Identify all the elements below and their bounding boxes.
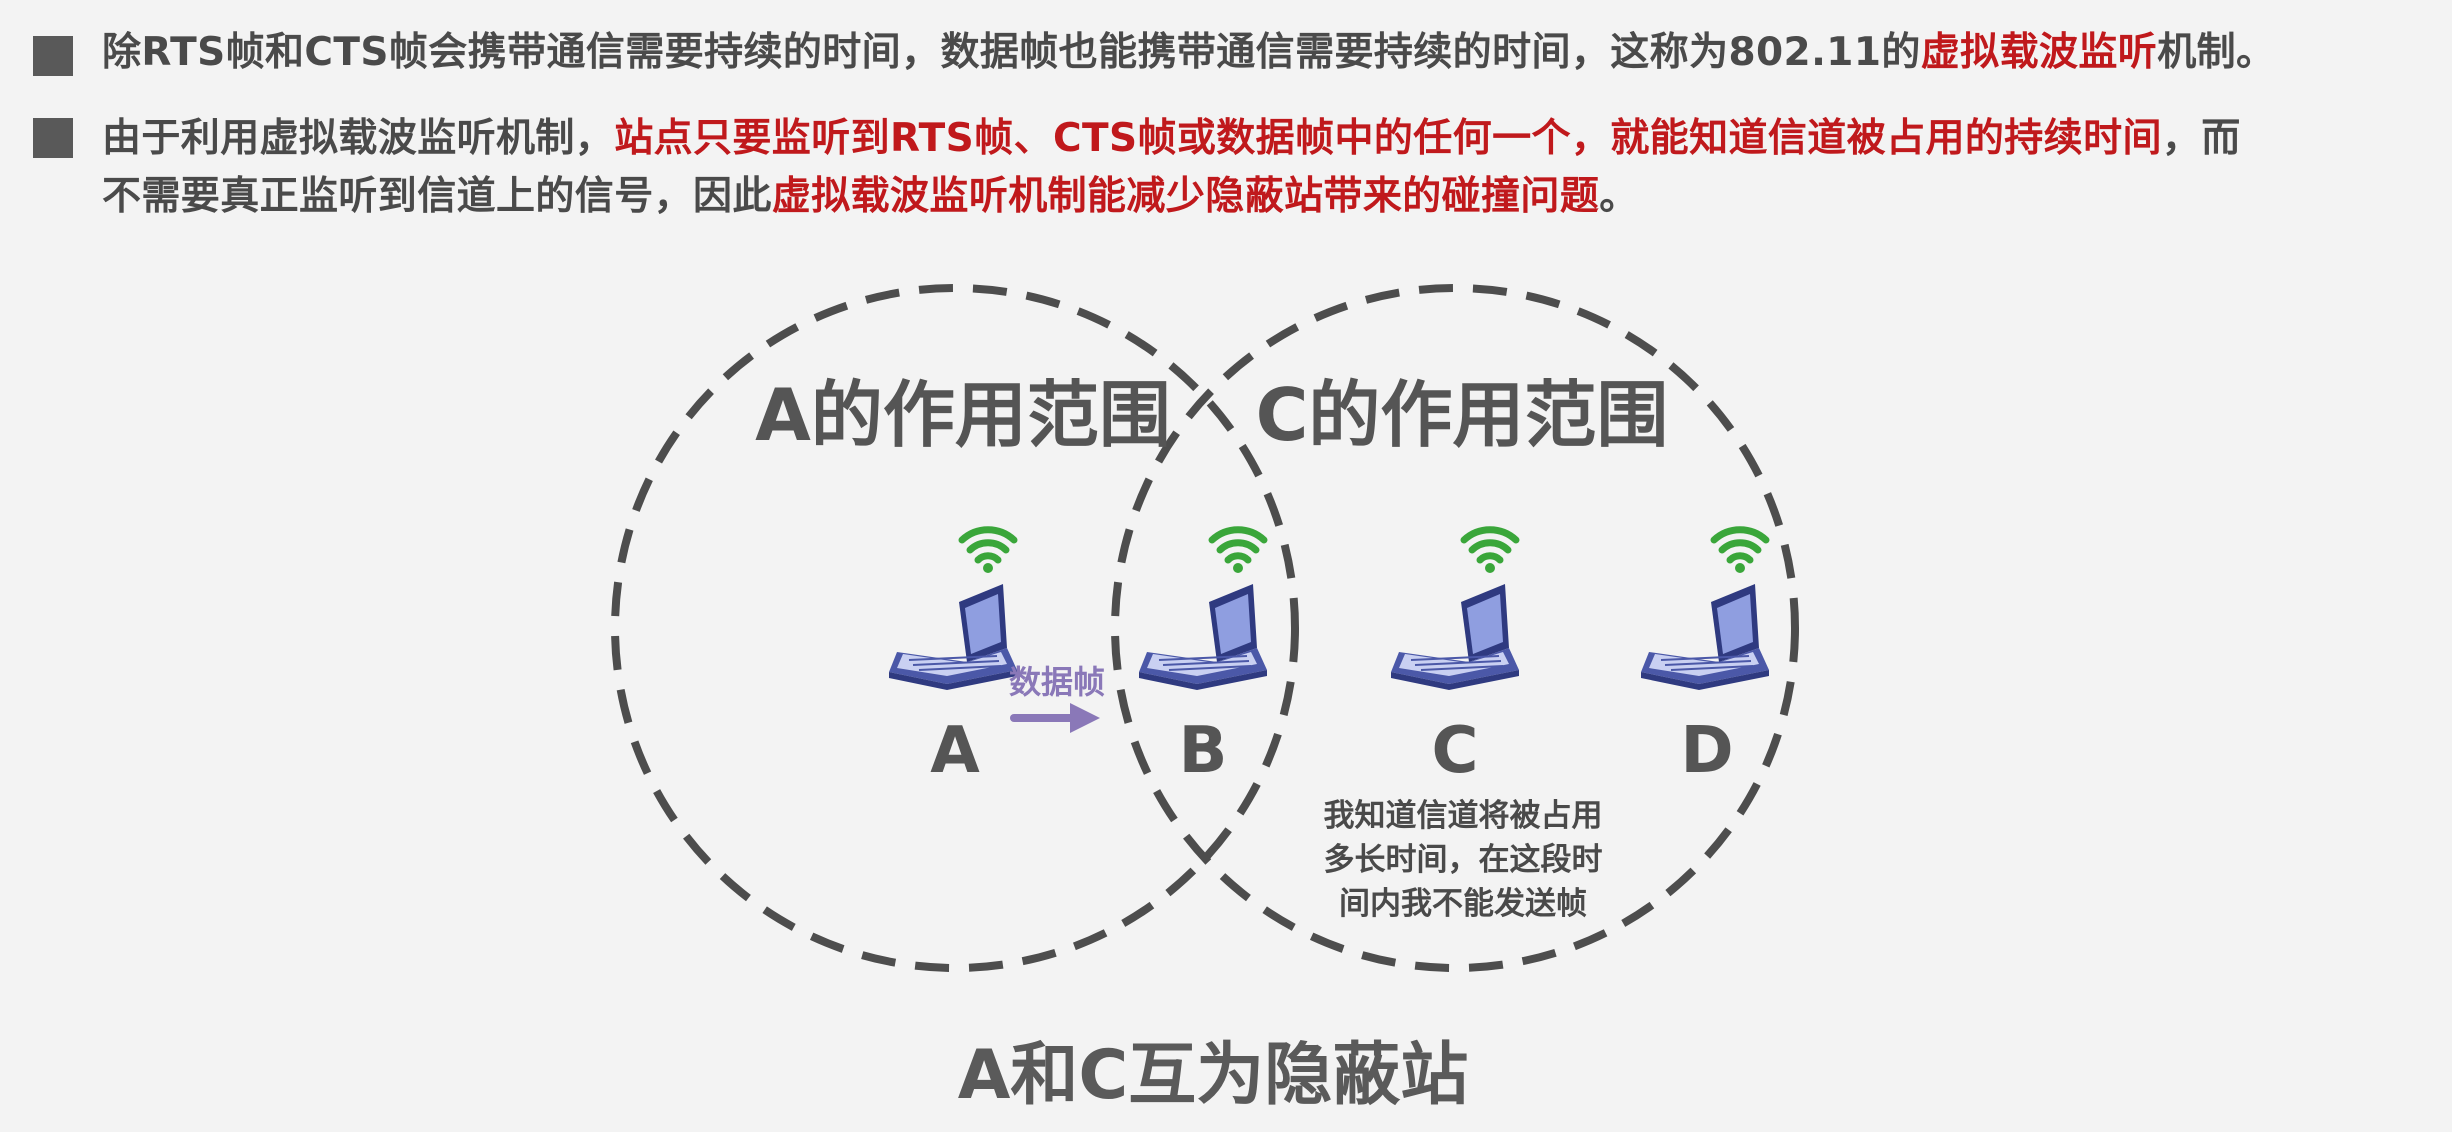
bullet-1-seg-3: 机制。 [2157,30,2276,75]
station-d-label: D [1680,714,1733,788]
frame-arrow-icon [1010,703,1100,733]
station-c-note: 我知道信道将被占用 多长时间，在这段时 间内我不能发送帧 [1324,798,1603,922]
bullet-2-seg-6: 。 [1599,174,1639,219]
bullet-1-highlight: 虚拟载波监听 [1920,30,2158,75]
c-note-line-1: 我知道信道将被占用 [1324,798,1603,834]
frame-label: 数据帧 [1009,663,1105,701]
station-a: A [888,530,1018,788]
bullet-2-seg-3: ，而 [2161,116,2241,161]
wifi-icon [1714,530,1766,573]
c-note-line-2: 多长时间，在这段时 [1324,842,1603,878]
c-note-line-3: 间内我不能发送帧 [1339,886,1587,922]
range-circle-c [1111,284,1799,972]
bullet-2-highlight-1: 站点只要监听到RTS帧、CTS帧或数据帧中的任何一个，就能知道信道被占用的持续时… [614,116,2162,161]
range-a-label: A的作用范围 [755,373,1171,457]
bullet-square-icon [33,36,73,76]
wifi-icon [1212,530,1264,573]
station-c: C [1390,530,1520,788]
laptop-icon [1640,583,1770,691]
wifi-icon [962,530,1014,573]
diagram-caption: A和C互为隐蔽站 [958,1036,1469,1115]
bullet-1-text: 除RTS帧和CTS帧会携带通信需要持续的时间，数据帧也能携带通信需要持续的时间，… [102,22,2432,84]
laptop-icon [1390,583,1520,691]
laptop-icon [888,583,1018,691]
wifi-icon [1464,530,1516,573]
station-a-label: A [930,714,980,788]
station-b: B [1138,530,1268,788]
bullet-1-seg-1: 除RTS帧和CTS帧会携带通信需要持续的时间，数据帧也能携带通信需要持续的时间，… [102,30,1921,75]
station-d: D [1640,530,1770,788]
bullet-2-line-1: 由于利用虚拟载波监听机制，站点只要监听到RTS帧、CTS帧或数据帧中的任何一个，… [102,108,2432,170]
laptop-icon [1138,583,1268,691]
station-c-label: C [1432,714,1479,788]
range-c-label: C的作用范围 [1256,373,1669,457]
bullet-2-seg-1: 由于利用虚拟载波监听机制， [102,116,615,161]
range-circle-a [611,284,1299,972]
bullet-2-highlight-2: 虚拟载波监听机制能减少隐蔽站带来的碰撞问题 [771,174,1600,219]
bullet-square-icon [33,118,73,158]
bullet-2-line-2: 不需要真正监听到信道上的信号，因此虚拟载波监听机制能减少隐蔽站带来的碰撞问题。 [102,166,2432,228]
bullet-2-seg-4: 不需要真正监听到信道上的信号，因此 [102,174,772,219]
station-b-label: B [1179,714,1228,788]
